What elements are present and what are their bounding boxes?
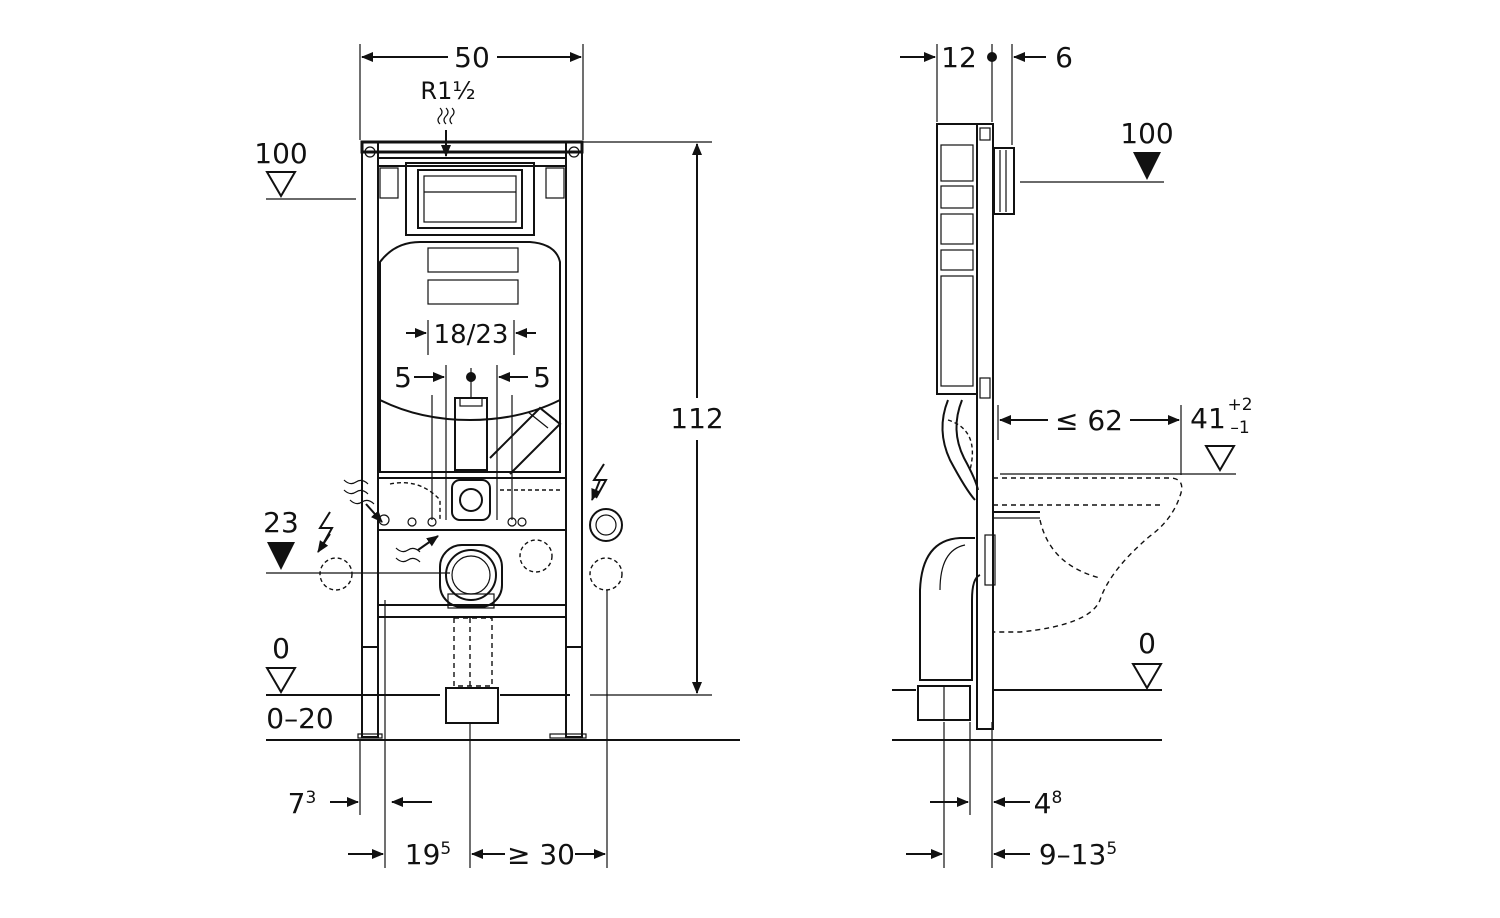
width-label: 50 [454, 41, 490, 74]
foot-dim-sup: 3 [306, 788, 317, 808]
offset-dimension: 5 5 [394, 361, 551, 520]
centre-dim-sup: 5 [440, 839, 451, 859]
seat-height-label: 41 [1190, 402, 1226, 435]
width-dimension: 50 [359, 41, 584, 140]
offset-left-label: 5 [394, 361, 412, 394]
spacing-label: 18/23 [434, 320, 509, 350]
connection-label: R1½ [420, 77, 475, 105]
svg-text:48: 48 [1034, 787, 1063, 820]
bottom-b-base: 9–13 [1039, 838, 1106, 871]
foot-dim-base: 7 [288, 787, 306, 820]
svg-text:9–135: 9–135 [1039, 838, 1117, 871]
socket-icon [589, 508, 623, 542]
level-23-marker: 23 [263, 506, 450, 574]
offset-right-label: 5 [533, 361, 551, 394]
height-dimension: 112 [582, 141, 724, 696]
side-frame [917, 123, 1040, 730]
side-level-top-label: 100 [1120, 117, 1173, 150]
depth-b-label: 6 [1055, 41, 1073, 74]
bottom-b-sup: 5 [1106, 839, 1117, 859]
side-view: 12 6 [892, 41, 1253, 871]
level-floor-label: 0 [272, 632, 290, 665]
water-wave-icon [343, 479, 375, 505]
level-mid-label: 23 [263, 506, 299, 539]
floor-range-label: 0–20 [266, 702, 333, 735]
side-bottom-dimensions: 48 9–135 [906, 722, 1117, 871]
level-100-marker: 100 [254, 137, 356, 200]
centre-dim-base: 19 [405, 838, 441, 871]
bottom-dimensions: 73 195 ≥ 30 [288, 590, 608, 871]
spacing-dimension: 18/23 [406, 320, 536, 355]
projection-dimension: ≤ 62 [997, 404, 1182, 475]
water-wave-icon [395, 547, 421, 563]
front-view: 50 R1½ [254, 41, 740, 871]
seat-tol-minus: –1 [1230, 418, 1249, 438]
projection-label: ≤ 62 [1055, 404, 1123, 437]
level-0-marker: 0 0–20 [265, 632, 740, 741]
depth-a-label: 12 [941, 41, 977, 74]
min-spacing-label: ≥ 30 [507, 838, 575, 871]
installation-frame [319, 140, 623, 739]
water-connection: R1½ [420, 77, 476, 157]
bottom-a-sup: 8 [1052, 788, 1063, 808]
side-level-floor-label: 0 [1138, 627, 1156, 660]
depth-dimension: 12 6 [900, 41, 1073, 145]
seat-height-marker: 41 +2 –1 [1000, 395, 1253, 475]
svg-text:73: 73 [288, 787, 317, 820]
water-wave-icon [437, 107, 455, 125]
level-top-label: 100 [254, 137, 307, 170]
bottom-a-base: 4 [1034, 787, 1052, 820]
seat-tol-plus: +2 [1227, 395, 1252, 415]
svg-text:195: 195 [405, 838, 451, 871]
level-100-side: 100 [1020, 117, 1174, 183]
toilet-outline [993, 477, 1183, 633]
level-0-side: 0 [892, 627, 1163, 741]
height-label: 112 [670, 402, 723, 435]
